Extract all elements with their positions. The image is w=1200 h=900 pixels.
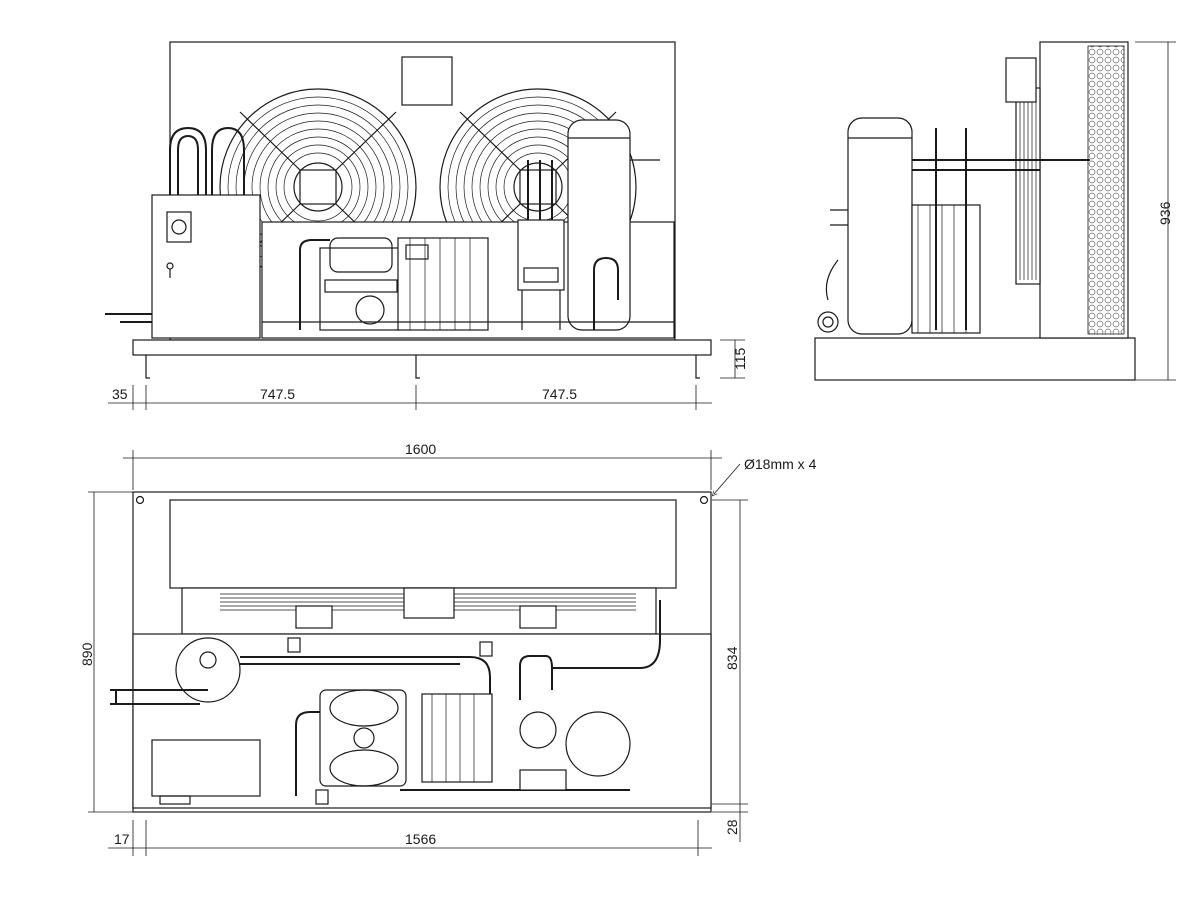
- base-frame: [132, 339, 712, 356]
- mount-hole: [135, 495, 145, 505]
- junction-box: [401, 56, 453, 106]
- front-dimensions: [108, 41, 1176, 410]
- dim-17: 17: [114, 831, 130, 847]
- dim-1600: 1600: [405, 441, 436, 457]
- electrical-box: [105, 194, 261, 339]
- dim-834: 834: [724, 646, 740, 670]
- pipe-loop-2: [211, 126, 245, 195]
- compressor: [319, 237, 489, 331]
- side-receiver: [847, 117, 913, 335]
- hole-note: Ø18mm x 4: [744, 456, 817, 472]
- top-receiver: [175, 637, 241, 703]
- top-separator: [565, 711, 631, 777]
- top-electrical-box: [151, 739, 261, 797]
- dim-936: 936: [1157, 201, 1173, 225]
- dim-747-left: 747.5: [260, 386, 295, 402]
- dim-115: 115: [732, 347, 748, 370]
- mount-hole: [699, 495, 709, 505]
- dim-35: 35: [112, 386, 128, 402]
- dim-747-right: 747.5: [542, 386, 577, 402]
- side-base: [814, 337, 1136, 381]
- dim-1566: 1566: [405, 831, 436, 847]
- front-view: [105, 41, 712, 379]
- top-view: [110, 491, 712, 813]
- liquid-receiver: [567, 119, 660, 331]
- pipe-loop-1: [169, 126, 207, 195]
- top-dimensions: [88, 450, 748, 856]
- top-coil: [169, 499, 677, 589]
- oil-separator: [517, 160, 565, 330]
- top-compressor: [319, 689, 493, 787]
- side-view: [814, 41, 1136, 381]
- dim-28: 28: [724, 819, 740, 835]
- dim-890: 890: [79, 642, 95, 666]
